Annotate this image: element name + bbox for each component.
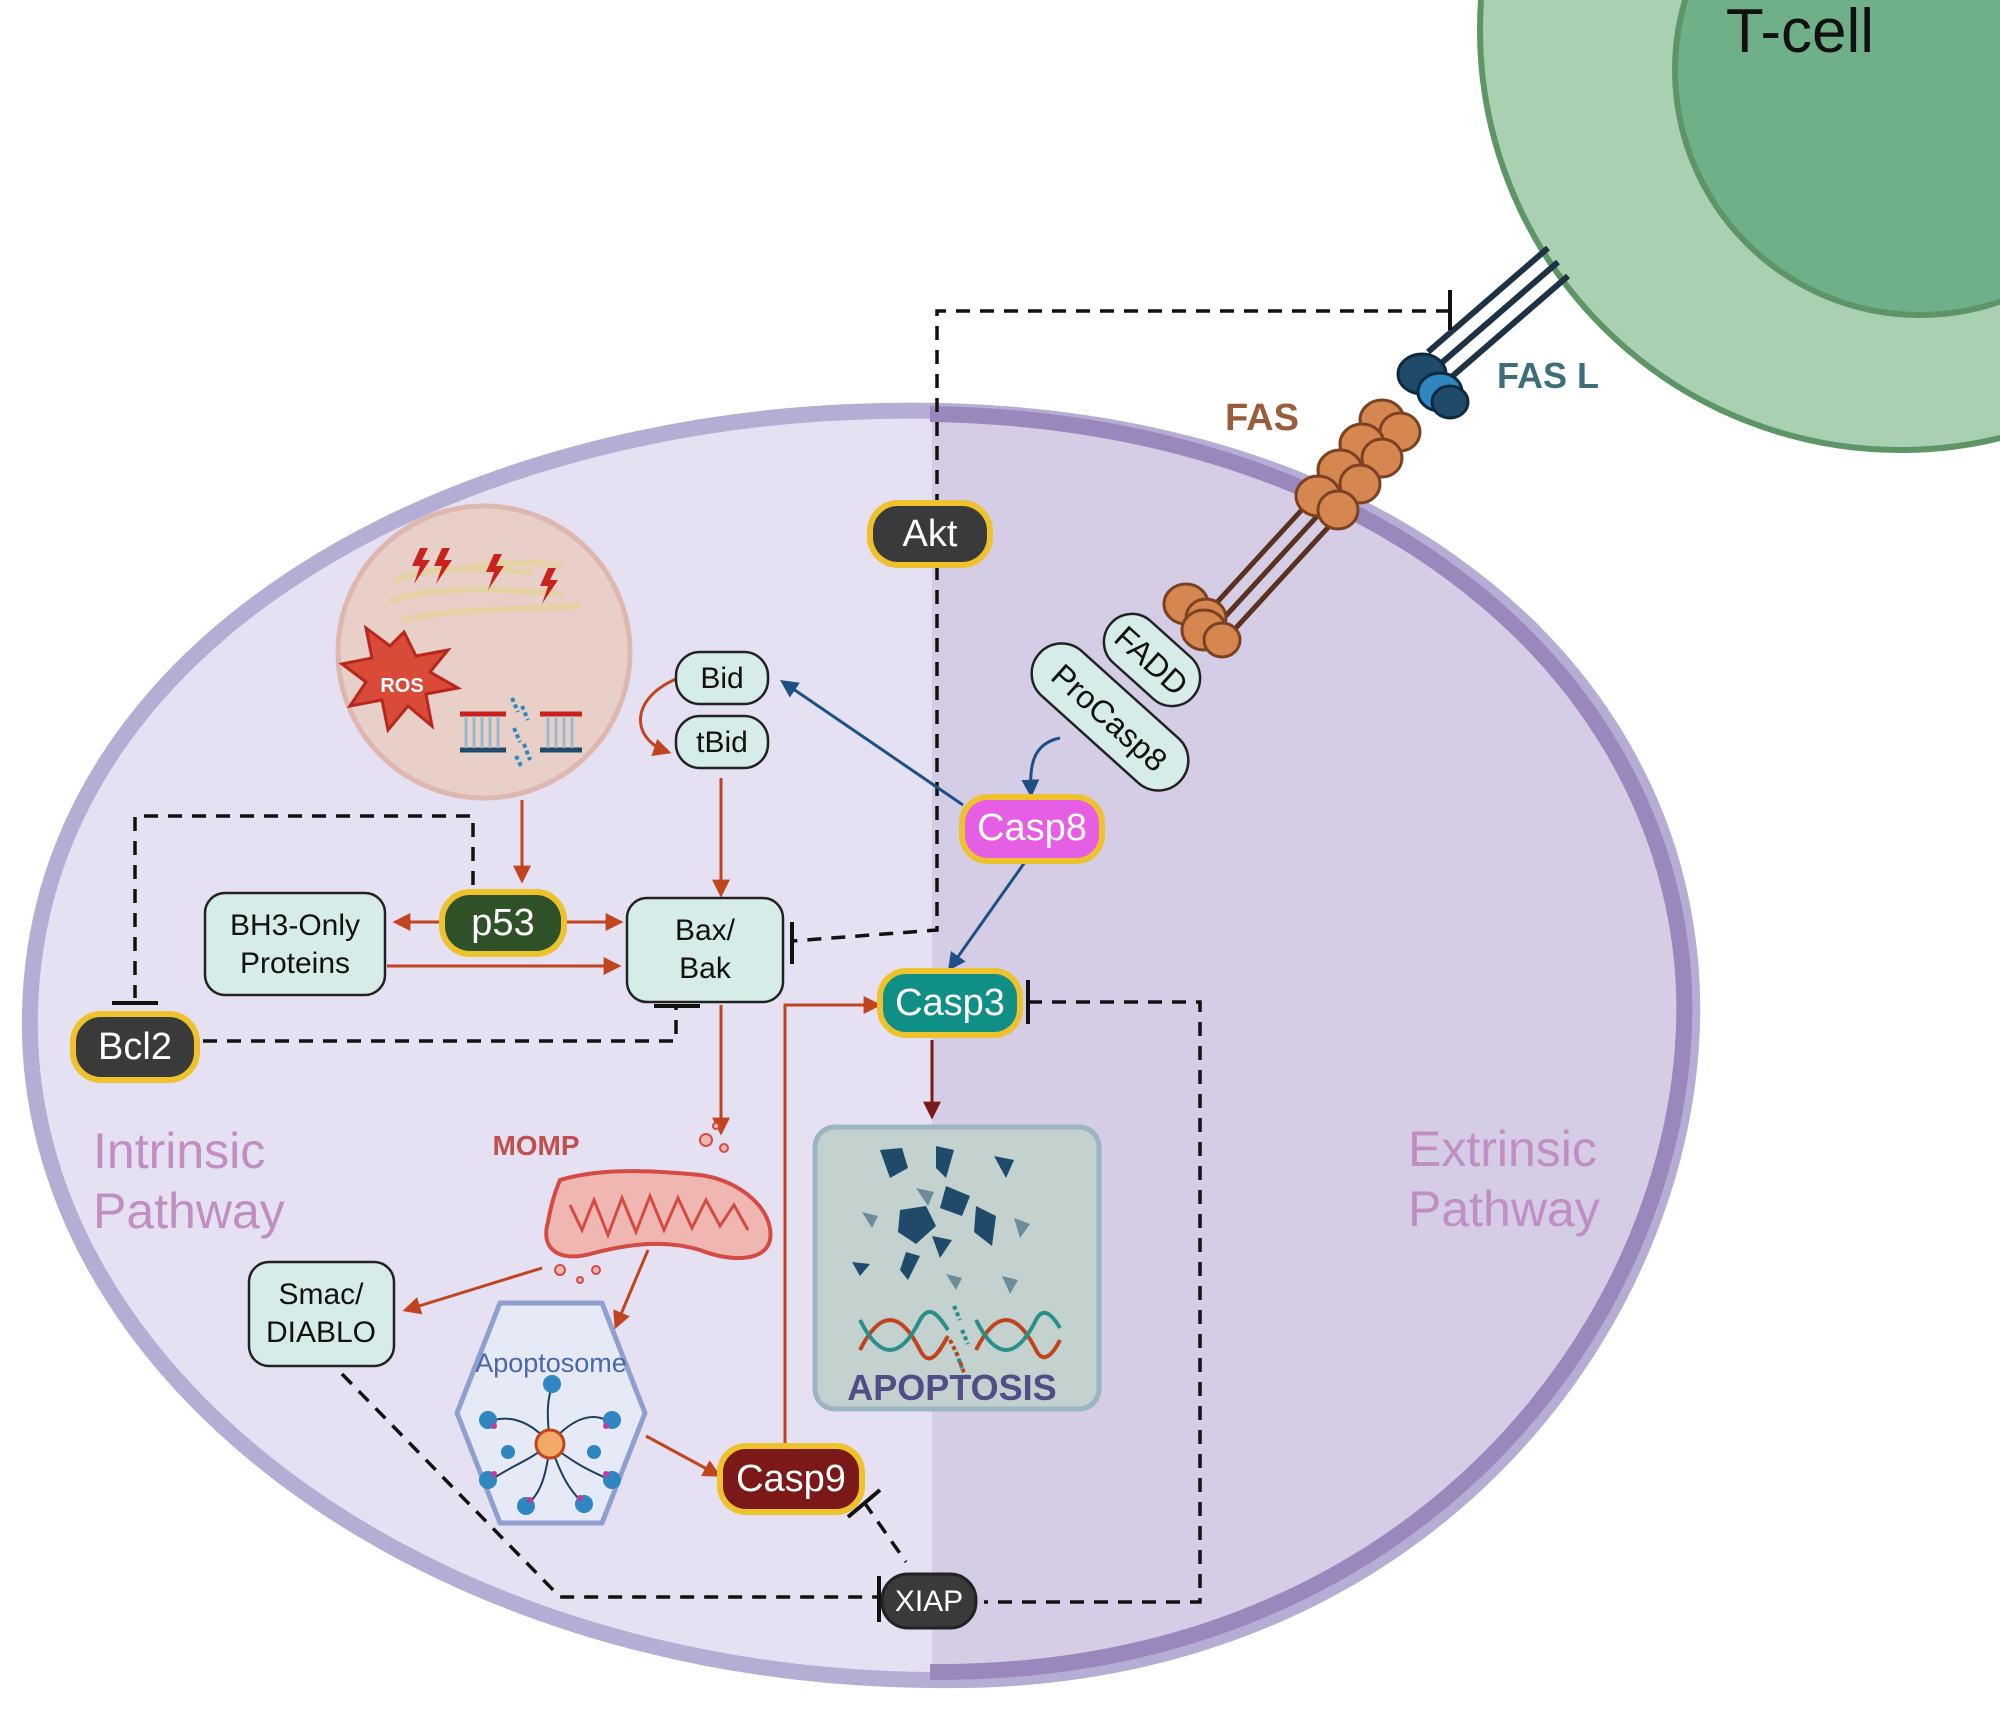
svg-text:Casp9: Casp9 — [736, 1458, 846, 1500]
mitochondrion-icon — [544, 1122, 773, 1284]
ros-burst-icon: ROS — [338, 624, 463, 734]
stress-circle: ROS — [335, 503, 633, 801]
svg-text:ROS: ROS — [380, 675, 423, 697]
extrinsic-pathway-label-line2: Pathway — [1408, 1181, 1600, 1237]
svg-text:Bak: Bak — [679, 952, 732, 985]
inhibition-lines — [133, 309, 1450, 1604]
bax-bak-node: Bax/ Bak — [625, 896, 785, 1004]
intrinsic-arrows — [387, 677, 882, 1477]
smac-diablo-node: Smac/ DIABLO — [247, 1260, 396, 1368]
fas-label: FAS — [1225, 397, 1299, 439]
fasl-ligand — [1396, 245, 1570, 420]
svg-text:Smac/: Smac/ — [278, 1278, 364, 1311]
dna-helix-icon — [858, 1305, 1062, 1379]
svg-text:Bcl2: Bcl2 — [98, 1026, 172, 1068]
svg-text:DIABLO: DIABLO — [266, 1316, 376, 1349]
fas-receptor — [1162, 398, 1422, 659]
momp-label: MOMP — [492, 1130, 579, 1161]
extrinsic-arrows — [780, 679, 1061, 971]
p53-node: p53 — [439, 889, 567, 957]
intrinsic-pathway-label-line2: Pathway — [93, 1183, 285, 1239]
casp3-node: Casp3 — [877, 968, 1023, 1038]
svg-text:Akt: Akt — [903, 513, 958, 555]
svg-text:Bax/: Bax/ — [675, 914, 736, 947]
apoptosis-label: APOPTOSIS — [847, 1367, 1056, 1408]
svg-text:p53: p53 — [471, 902, 534, 944]
svg-text:tBid: tBid — [696, 726, 748, 759]
tbid-node: tBid — [674, 714, 770, 770]
apoptosome-icon: Apoptosome — [454, 1300, 648, 1526]
svg-text:XIAP: XIAP — [895, 1585, 963, 1618]
t-cell: T-cell — [1477, 0, 2000, 453]
inhibition-bars — [112, 290, 1452, 1622]
casp9-node: Casp9 — [717, 1443, 865, 1515]
svg-text:Bid: Bid — [700, 662, 743, 695]
svg-text:BH3-Only: BH3-Only — [230, 909, 360, 942]
akt-node: Akt — [867, 500, 993, 568]
apoptosis-box: APOPTOSIS — [812, 1124, 1102, 1412]
intrinsic-pathway-label-line1: Intrinsic — [93, 1123, 265, 1179]
svg-text:Casp3: Casp3 — [895, 982, 1005, 1024]
lightning-icon — [412, 548, 558, 604]
extrinsic-pathway-label-line1: Extrinsic — [1408, 1121, 1597, 1177]
dna-damage-icon — [460, 697, 582, 769]
svg-text:Proteins: Proteins — [240, 947, 350, 980]
fadd-node: FADD — [1102, 612, 1202, 708]
bcl2-node: Bcl2 — [70, 1011, 200, 1083]
fasl-label: FAS L — [1497, 355, 1599, 396]
svg-text:Casp8: Casp8 — [977, 807, 1087, 849]
tcell-label: T-cell — [1726, 0, 1874, 66]
xiap-node: XIAP — [880, 1572, 978, 1630]
cell-fragments-icon — [852, 1146, 1030, 1294]
casp8-node: Casp8 — [959, 794, 1105, 864]
bh3-only-proteins-node: BH3-Only Proteins — [203, 891, 387, 997]
svg-text:Apoptosome: Apoptosome — [475, 1348, 627, 1378]
er-organelle-icon — [389, 559, 581, 623]
bid-node: Bid — [674, 650, 770, 706]
